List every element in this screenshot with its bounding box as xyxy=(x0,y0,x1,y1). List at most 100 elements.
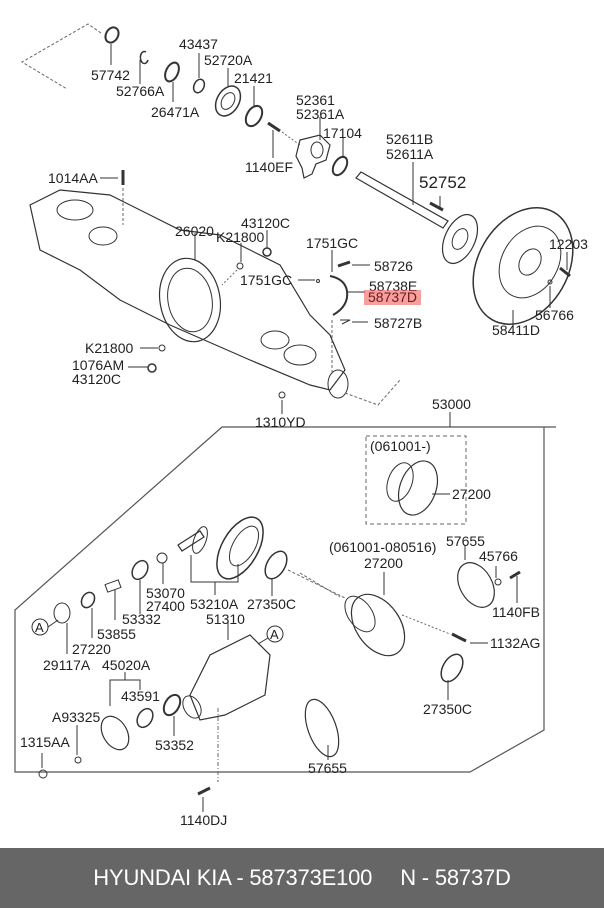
part-label-52766A[interactable]: 52766A xyxy=(116,83,165,99)
part-label-1140DJ[interactable]: 1140DJ xyxy=(180,812,228,828)
part-label-53855[interactable]: 53855 xyxy=(97,626,136,642)
axle-shaft-52611 xyxy=(355,171,449,229)
part-label-58727B[interactable]: 58727B xyxy=(374,315,423,331)
nut-43120C xyxy=(262,247,272,257)
part-label-51310[interactable]: 51310 xyxy=(206,611,245,627)
hub-bolt-52752 xyxy=(429,201,444,212)
part-label-58737D-highlighted[interactable]: 58737D xyxy=(364,290,422,305)
bolt-12203 xyxy=(559,266,571,278)
washer-K21800 xyxy=(236,262,244,270)
snap-ring-52766A xyxy=(139,50,149,65)
axle-flange xyxy=(441,213,479,265)
part-label-52361A[interactable]: 52361A xyxy=(296,106,345,122)
part-label-1315AA[interactable]: 1315AA xyxy=(20,734,70,750)
part-label-12203[interactable]: 12203 xyxy=(549,236,588,252)
part-label-29117A[interactable]: 29117A xyxy=(43,657,91,673)
part-label-52361[interactable]: 52361 xyxy=(296,92,335,108)
part-label-43437[interactable]: 43437 xyxy=(179,36,218,52)
part-label-53070[interactable]: 53070 xyxy=(146,585,185,601)
marker-A-right-label: A xyxy=(270,627,279,642)
part-label-K21800-lower[interactable]: K21800 xyxy=(85,340,134,356)
part-label-1751GC-upper[interactable]: 1751GC xyxy=(306,235,359,251)
part-label-56766[interactable]: 56766 xyxy=(535,307,574,323)
retainer-52361 xyxy=(295,134,331,179)
part-label-1014AA[interactable]: 1014AA xyxy=(48,170,98,186)
part-label-26471A[interactable]: 26471A xyxy=(151,104,200,120)
parts-diagram: 57742 52766A 26471A 43437 52720A 21421 1… xyxy=(14,23,588,828)
part-number-footer: HYUNDAI KIA - 587373E100 N - 58737D xyxy=(0,848,604,908)
part-label-1076AM[interactable]: 1076AM xyxy=(72,357,125,373)
variant-label-061001-080516: (061001-080516) xyxy=(329,539,437,555)
bearing-27220 xyxy=(80,591,96,609)
diagram-part-number: N - 58737D xyxy=(400,865,511,890)
seal-17104 xyxy=(331,155,349,177)
bolt-1132AG xyxy=(451,632,467,643)
part-label-27400[interactable]: 27400 xyxy=(146,598,185,614)
oil-seal-57742 xyxy=(104,26,120,44)
variant-box-061001 xyxy=(365,435,467,525)
part-label-17104[interactable]: 17104 xyxy=(323,125,362,141)
bearing-27350C-b xyxy=(440,653,464,683)
part-label-58726[interactable]: 58726 xyxy=(374,258,413,274)
part-label-43120C-lower[interactable]: 43120C xyxy=(72,371,122,387)
part-label-1310YD[interactable]: 1310YD xyxy=(255,414,306,430)
part-label-53000[interactable]: 53000 xyxy=(432,396,471,412)
carrier-51310 xyxy=(189,634,271,721)
part-label-27350C-upper[interactable]: 27350C xyxy=(247,596,297,612)
part-label-53210A[interactable]: 53210A xyxy=(190,596,239,612)
part-label-52611A[interactable]: 52611A xyxy=(386,146,434,162)
clip-58727B xyxy=(340,319,351,325)
part-label-1140EF[interactable]: 1140EF xyxy=(245,159,293,175)
shim-29117A xyxy=(53,602,71,624)
variant-label-061001: (061001-) xyxy=(370,438,431,454)
part-label-57655-upper[interactable]: 57655 xyxy=(446,533,485,549)
part-label-45766[interactable]: 45766 xyxy=(479,548,518,564)
part-label-57742[interactable]: 57742 xyxy=(91,67,130,83)
part-label-43120C[interactable]: 43120C xyxy=(241,215,291,231)
part-label-A93325[interactable]: A93325 xyxy=(52,709,101,725)
screw-56766 xyxy=(547,279,553,285)
part-label-45020A[interactable]: 45020A xyxy=(102,657,151,673)
brand-part-number: HYUNDAI KIA - 587373E100 xyxy=(93,865,373,890)
seal-43591 xyxy=(136,707,154,729)
part-label-53332[interactable]: 53332 xyxy=(122,611,161,627)
brake-disc-58411D xyxy=(472,207,574,325)
seal-53352 xyxy=(162,693,182,717)
guide-line xyxy=(21,23,102,90)
part-label-27350C-lower[interactable]: 27350C xyxy=(423,701,473,717)
part-label-58411D[interactable]: 58411D xyxy=(492,322,541,338)
group-frame-53000 xyxy=(14,426,556,773)
gasket-57655-b xyxy=(304,698,340,758)
o-ring-53070 xyxy=(156,552,168,564)
bearing-52720A xyxy=(214,85,242,117)
part-label-K21800[interactable]: K21800 xyxy=(216,229,265,245)
bolt-1140DJ xyxy=(197,786,211,796)
part-label-52752[interactable]: 52752 xyxy=(419,173,467,192)
part-label-1140FB[interactable]: 1140FB xyxy=(492,604,540,620)
part-label-52611B[interactable]: 52611B xyxy=(386,131,434,147)
part-label-26020[interactable]: 26020 xyxy=(175,223,214,239)
part-label-27220[interactable]: 27220 xyxy=(72,641,111,657)
part-label-27200-upper[interactable]: 27200 xyxy=(452,486,491,502)
part-label-21421[interactable]: 21421 xyxy=(234,70,273,86)
part-label-1132AG[interactable]: 1132AG xyxy=(490,635,541,651)
bolt-1140EF xyxy=(267,121,281,133)
part-label-53352[interactable]: 53352 xyxy=(155,737,194,753)
bearing-53332 xyxy=(131,559,149,581)
differential-case-27200a xyxy=(397,460,439,516)
gasket-57655-a xyxy=(457,562,495,608)
part-label-27200-lower[interactable]: 27200 xyxy=(364,555,403,571)
ring-gear-53210A xyxy=(216,516,264,580)
part-label-58738E[interactable]: 58738E xyxy=(369,278,418,294)
part-label-57655-lower[interactable]: 57655 xyxy=(308,760,347,776)
nut-1310YD xyxy=(278,391,286,399)
bolt-1140FB xyxy=(509,570,521,580)
part-label-1751GC-lower[interactable]: 1751GC xyxy=(240,272,293,288)
plug-1315AA xyxy=(38,769,48,779)
brake-hose-58737D xyxy=(329,275,349,316)
diagram-drawing xyxy=(14,23,574,812)
marker-A-right xyxy=(266,625,284,643)
part-label-52720A[interactable]: 52720A xyxy=(204,52,253,68)
part-label-43591[interactable]: 43591 xyxy=(121,688,160,704)
seal-21421 xyxy=(244,104,264,128)
